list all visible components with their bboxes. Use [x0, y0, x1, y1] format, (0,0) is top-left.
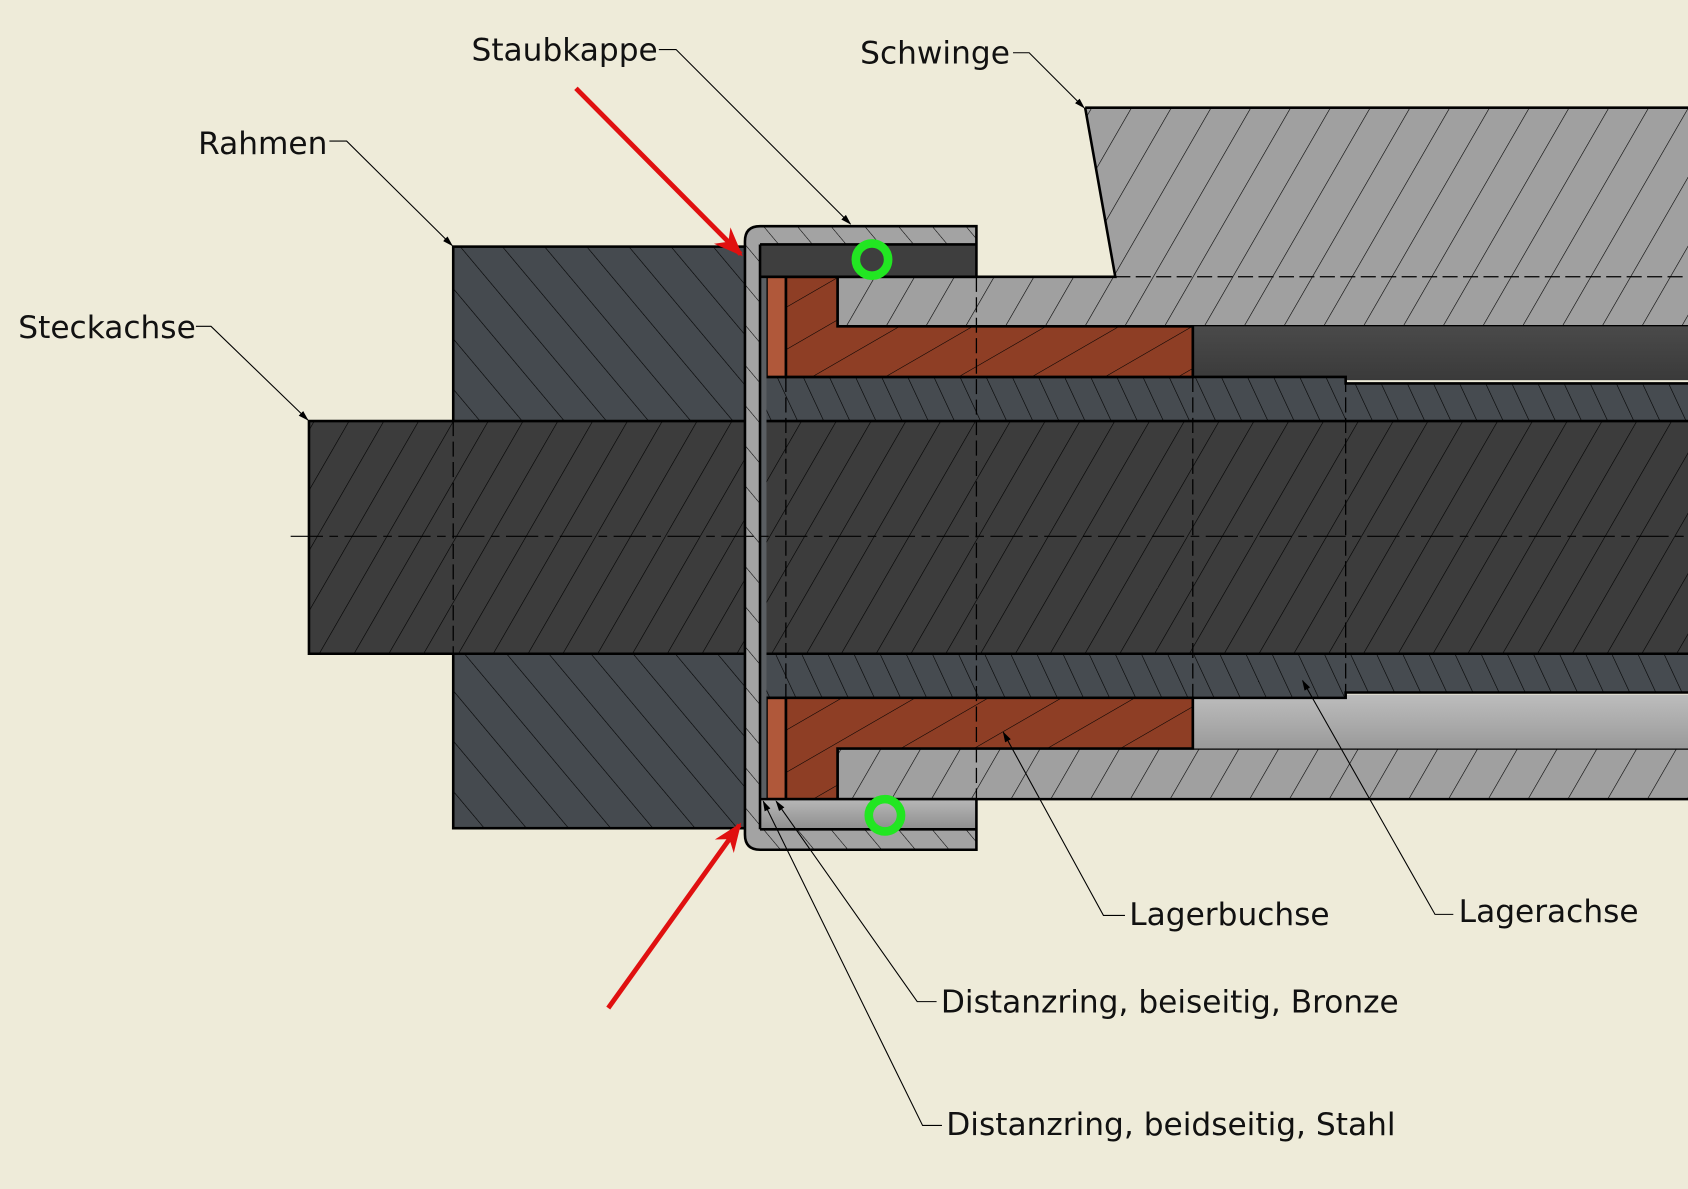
label-staubkappe: Staubkappe — [472, 32, 658, 68]
red-arrow-bottom — [606, 822, 742, 1010]
leader-schwinge — [1013, 52, 1085, 109]
leader-staubkappe — [658, 49, 852, 225]
label-schwinge: Schwinge — [860, 36, 1010, 72]
leader-steckachse — [195, 325, 309, 421]
label-rahmen: Rahmen — [198, 126, 327, 162]
hidden-lines — [452, 276, 1688, 800]
steckachse-part — [307, 419, 1688, 656]
red-arrow-top — [574, 86, 743, 257]
green-ring-top — [851, 239, 893, 281]
leader-lagerbuchse — [1002, 731, 1125, 916]
label-lagerbuchse: Lagerbuchse — [1129, 897, 1329, 933]
distanzring-bronze-top — [766, 276, 786, 377]
leader-rahmen — [329, 140, 453, 247]
label-steckachse: Steckachse — [18, 310, 195, 346]
label-distanzring-bronze: Distanzring, beiseitig, Bronze — [941, 984, 1399, 1020]
leader-lagerachse — [1302, 679, 1454, 915]
label-lagerachse: Lagerachse — [1459, 894, 1639, 930]
bore-upper — [1192, 326, 1688, 381]
distanzring-stahl — [760, 276, 767, 800]
label-distanzring-stahl: Distanzring, beidseitig, Stahl — [946, 1107, 1395, 1143]
bore-lower — [1192, 694, 1688, 749]
leader-lines — [195, 49, 1454, 1126]
leader-distanzring-stahl — [762, 800, 942, 1126]
distanzring-bronze-bottom — [766, 697, 786, 800]
leader-distanzring-bronze — [775, 800, 937, 1003]
green-ring-bottom — [864, 794, 906, 836]
